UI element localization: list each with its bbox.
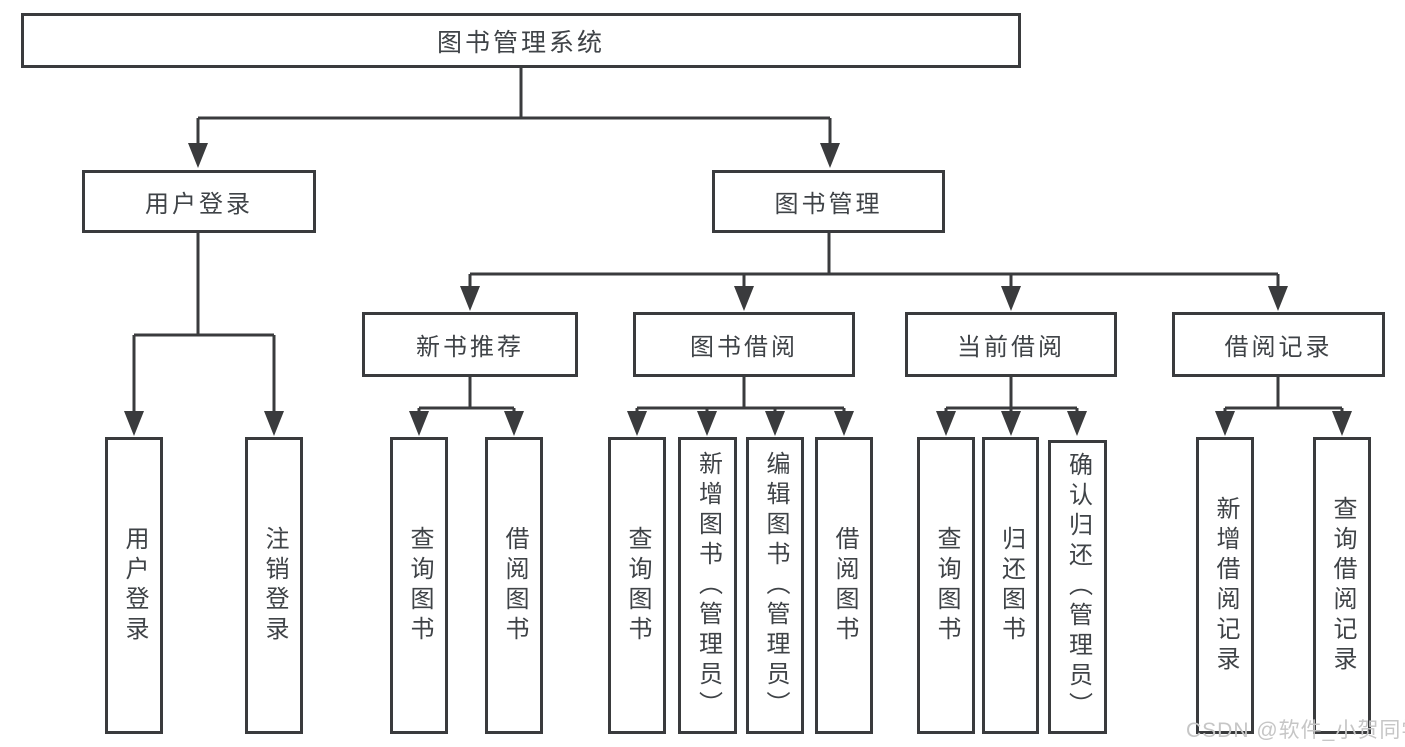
node-label: 借阅图书 bbox=[501, 525, 528, 646]
arrowhead-icon bbox=[1001, 286, 1021, 311]
node-label: 归还图书 bbox=[997, 525, 1025, 646]
node-borrowing-records: 借阅记录 bbox=[1172, 312, 1385, 377]
arrowhead-icon bbox=[834, 411, 854, 436]
node-label: 用户登录 bbox=[145, 191, 253, 218]
node-new-book-recommendation: 新书推荐 bbox=[362, 312, 578, 377]
node-label: 图书管理 bbox=[774, 191, 883, 218]
node-confirm-return-admin: 确认归还（管理员） bbox=[1048, 440, 1107, 734]
node-label: 查询图书 bbox=[933, 525, 960, 646]
node-book-management-branch: 图书管理 bbox=[712, 170, 945, 233]
node-label: 确认归还（管理员） bbox=[1064, 452, 1092, 722]
node-borrow-books-recommend: 借阅图书 bbox=[485, 437, 543, 734]
arrowhead-icon bbox=[264, 411, 284, 436]
arrowhead-icon bbox=[409, 411, 429, 436]
arrowhead-icon bbox=[820, 143, 840, 168]
node-query-books-borrowing: 查询图书 bbox=[608, 437, 666, 734]
csdn-watermark: CSDN @软件_小贺同学 bbox=[1186, 719, 1405, 742]
node-label: 注销登录 bbox=[261, 525, 288, 646]
node-return-books: 归还图书 bbox=[982, 437, 1039, 734]
node-user-login-branch: 用户登录 bbox=[82, 170, 316, 233]
arrowhead-icon bbox=[936, 411, 956, 436]
node-label: 新增图书（管理员） bbox=[694, 450, 722, 721]
node-library-management-system: 图书管理系统 bbox=[21, 13, 1021, 68]
node-add-borrow-record: 新增借阅记录 bbox=[1196, 437, 1254, 734]
node-query-books-recommend: 查询图书 bbox=[390, 437, 448, 734]
arrowhead-icon bbox=[1332, 411, 1352, 436]
arrowhead-icon bbox=[1067, 411, 1087, 436]
node-label: 新增借阅记录 bbox=[1212, 495, 1239, 676]
node-user-login: 用户登录 bbox=[105, 437, 163, 734]
node-label: 新书推荐 bbox=[416, 334, 524, 361]
node-logout: 注销登录 bbox=[245, 437, 303, 734]
arrowhead-icon bbox=[188, 143, 208, 168]
arrowhead-icon bbox=[124, 411, 144, 436]
node-label: 图书管理系统 bbox=[436, 28, 605, 57]
node-label: 借阅记录 bbox=[1224, 334, 1333, 361]
node-add-books-admin: 新增图书（管理员） bbox=[678, 437, 737, 734]
arrowhead-icon bbox=[765, 411, 785, 436]
node-query-books-current: 查询图书 bbox=[917, 437, 975, 734]
node-current-borrowing: 当前借阅 bbox=[905, 312, 1117, 377]
node-borrow-books: 借阅图书 bbox=[815, 437, 873, 734]
node-label: 当前借阅 bbox=[957, 334, 1065, 361]
arrowhead-icon bbox=[1001, 411, 1021, 436]
arrowhead-icon bbox=[697, 411, 717, 436]
arrowhead-icon bbox=[460, 286, 480, 311]
node-label: 查询借阅记录 bbox=[1329, 495, 1356, 676]
arrowhead-icon bbox=[504, 411, 524, 436]
node-label: 查询图书 bbox=[406, 525, 433, 646]
node-label: 编辑图书（管理员） bbox=[762, 450, 789, 721]
node-label: 图书借阅 bbox=[690, 334, 798, 361]
arrowhead-icon bbox=[1215, 411, 1235, 436]
arrowhead-icon bbox=[627, 411, 647, 436]
arrowhead-icon bbox=[734, 286, 754, 311]
node-book-borrowing: 图书借阅 bbox=[633, 312, 855, 377]
node-label: 借阅图书 bbox=[831, 525, 858, 646]
node-label: 用户登录 bbox=[121, 525, 148, 646]
arrowhead-icon bbox=[1268, 286, 1288, 311]
node-query-borrow-record: 查询借阅记录 bbox=[1313, 437, 1371, 734]
node-edit-books-admin: 编辑图书（管理员） bbox=[746, 437, 804, 734]
node-label: 查询图书 bbox=[624, 525, 651, 646]
